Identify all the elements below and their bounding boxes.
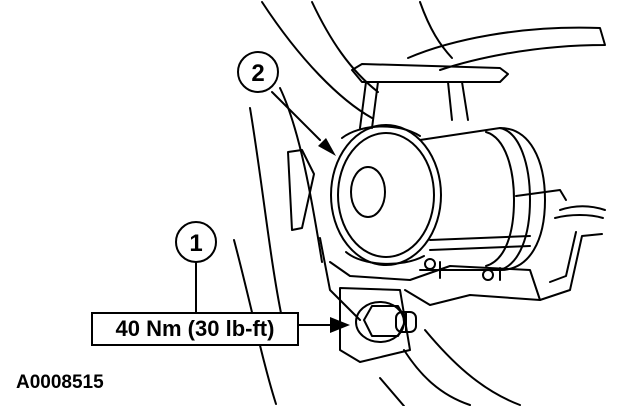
arrow-head-1: [330, 317, 350, 333]
insulator-face: [330, 124, 442, 266]
callout-1-label: 1: [189, 230, 202, 257]
arrow-head-2: [318, 138, 336, 156]
callout-2-label: 2: [251, 60, 264, 87]
mount-strap: [351, 26, 606, 129]
insulator-body: [419, 127, 567, 271]
bolt: [355, 301, 417, 343]
callout-2: 2: [237, 51, 279, 93]
torque-spec-label: 40 Nm (30 lb-ft): [91, 312, 299, 346]
figure-id: A0008515: [16, 372, 104, 393]
lower-bracket: [329, 231, 603, 363]
callout-1: 1: [175, 221, 217, 263]
leader-lines: [195, 91, 331, 326]
